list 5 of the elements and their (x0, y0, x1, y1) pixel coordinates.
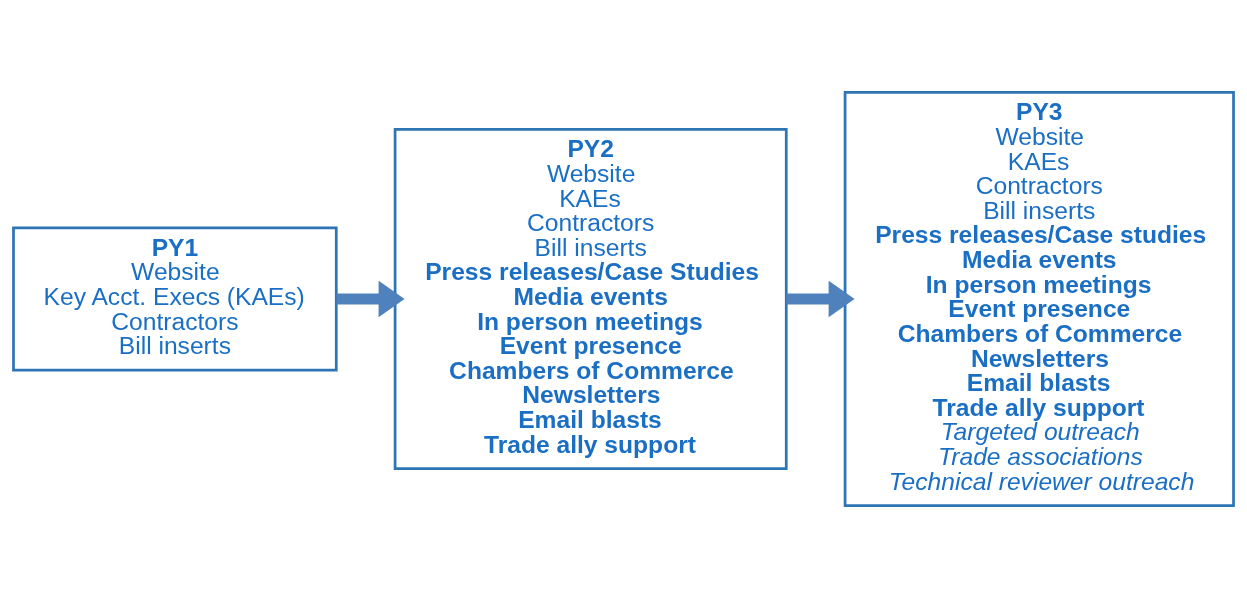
arrow (336, 280, 405, 318)
node-box: PY2 Website KAEs Contractors Bill inserts Press releases/Case Studies Media events In person meetings Event presence Chambers of Commerce Newsletters Email blasts Trade ally support (393, 128, 788, 470)
node-box: PY3 Website KAEs Contractors Bill inserts Press releases/Case studies Media events In person meetings Event presence Chambers of Commerce Newsletters Email blasts Trade ally support Targeted outreach Trade associations Technical reviewer outreach (843, 91, 1235, 507)
node-box: PY1 Website Key Acct. Execs (KAEs) Contractors Bill inserts (12, 226, 338, 372)
arrow (786, 280, 855, 318)
